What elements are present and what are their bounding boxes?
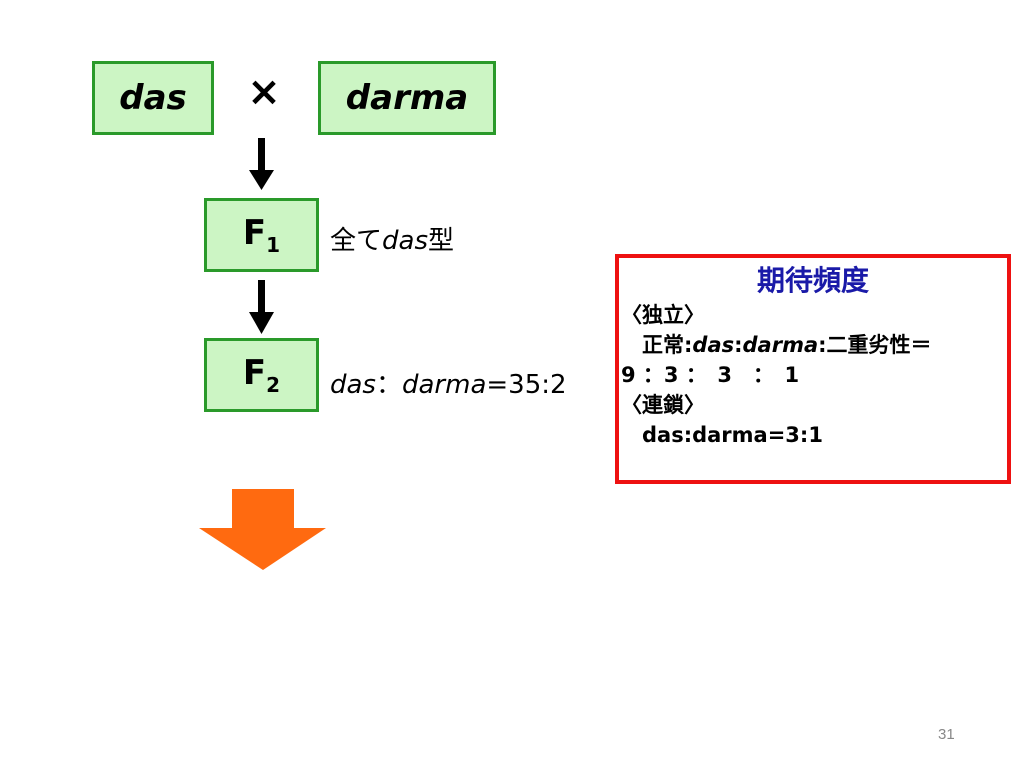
linkage-header: 〈連鎖〉 — [621, 393, 705, 417]
linkage-ratio: das:darma=3:1 — [621, 423, 823, 447]
big-orange-down-arrow — [199, 489, 326, 570]
page-number: 31 — [938, 726, 955, 743]
f1-note: 全てdas型 — [330, 226, 455, 256]
parent-das-label: das — [119, 78, 187, 118]
parent-darma-box: darma — [318, 61, 496, 135]
independent-ratio: 9 ：3 ： 3 ： 1 — [621, 363, 800, 387]
independent-header: 〈独立〉 — [621, 303, 705, 327]
f2-box: F2 — [204, 338, 319, 412]
parent-das-box: das — [92, 61, 214, 135]
parent-darma-label: darma — [345, 78, 469, 118]
f2-label: F2 — [242, 353, 281, 397]
independent-phenotypes: 正常:das:darma:二重劣性＝ — [621, 333, 932, 357]
f1-box: F1 — [204, 198, 319, 272]
f2-ratio-note: das：darma=35:2 — [330, 370, 567, 400]
f1-label: F1 — [242, 213, 281, 257]
expected-frequency-box: 期待頻度 〈独立〉 正常:das:darma:二重劣性＝ 9 ：3 ： 3 ： … — [615, 254, 1011, 484]
arrow-parents-to-f1 — [249, 138, 274, 190]
cross-symbol: × — [247, 69, 281, 115]
arrow-f1-to-f2 — [249, 280, 274, 334]
expected-title: 期待頻度 — [756, 264, 869, 297]
